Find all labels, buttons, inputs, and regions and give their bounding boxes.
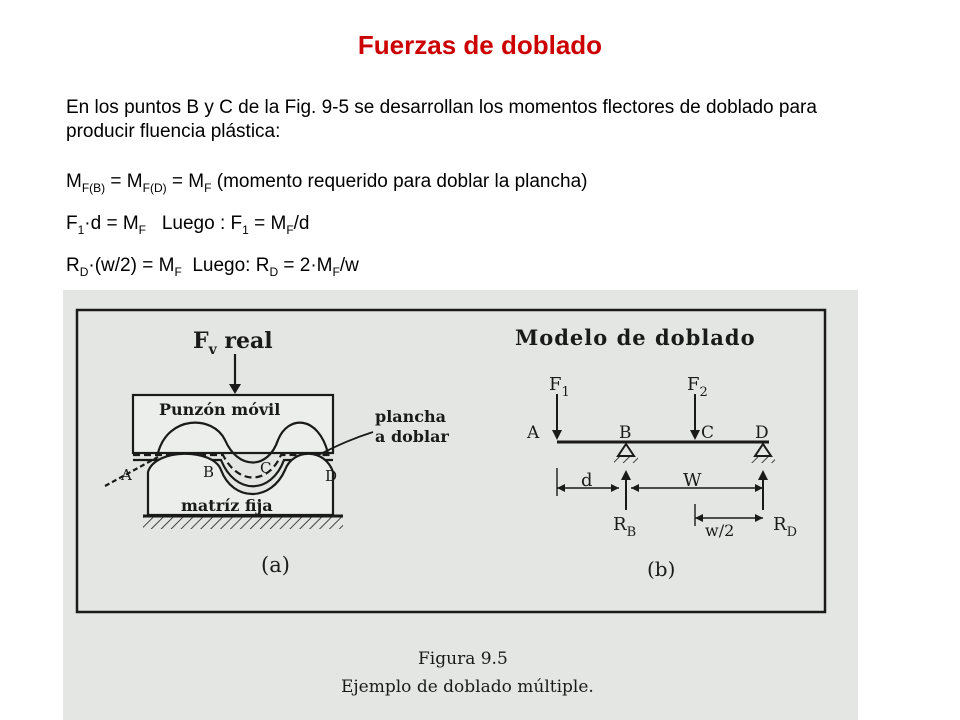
point-a-label: A [120, 466, 132, 484]
sheet-pointer [317, 431, 374, 456]
die-hatch [143, 517, 343, 529]
eq1-symbol: M [66, 171, 82, 192]
eq2-mid: ·d = M [84, 213, 139, 234]
force-label-a: Fv real [193, 328, 273, 358]
die-label: matríz fija [181, 496, 273, 515]
eq2-sub-1: 1 [77, 222, 85, 237]
f1-label: F1 [549, 374, 570, 400]
figure-description: Ejemplo de doblado múltiple. [341, 677, 594, 697]
eq3-mid2: = 2·M [278, 255, 333, 276]
support-d-hatch [751, 457, 775, 463]
sheet [133, 453, 333, 479]
eq3-sub-fb: F [332, 264, 340, 279]
dim-w-head-right [755, 484, 763, 492]
dim-w2-head-right [755, 514, 763, 522]
eq1-part-a: = M [105, 171, 143, 192]
eq3-sub-db: D [269, 264, 279, 279]
eq2-sub-1b: 1 [242, 222, 249, 237]
sheet-label-line2: a doblar [375, 427, 449, 446]
rd-label: RD [773, 514, 797, 540]
eq1-sub-f: F [204, 180, 212, 195]
eq2-luego: Luego : F [146, 213, 243, 234]
eq1-tail: (momento requerido para doblar la planch… [211, 171, 588, 192]
diagram-a: Fv real Punzón móvil matríz fija A B C D… [104, 328, 449, 577]
rd-arrow-head [758, 470, 768, 480]
figure-9-5: Fv real Punzón móvil matríz fija A B C D… [63, 290, 858, 720]
eq2-mid2: = M [248, 213, 287, 234]
eq3-sub-d: D [79, 264, 89, 279]
rb-label: RB [613, 514, 636, 540]
dim-w2-label: w/2 [705, 521, 734, 540]
f1-sub: 1 [562, 385, 570, 400]
equation-moment-equality: MF(B) = MF(D) = MF (momento requerido pa… [66, 170, 587, 200]
figure-number: Figura 9.5 [418, 649, 508, 669]
eq1-part-b: = M [166, 171, 205, 192]
model-point-b: B [619, 423, 632, 443]
equation-force-f1: F1·d = MF Luego : F1 = MF/d [66, 212, 310, 242]
dim-d-head-right [611, 484, 619, 492]
eq2-sub-fb: F [286, 222, 294, 237]
dim-w2-head-left [695, 514, 703, 522]
model-point-d: D [755, 423, 769, 443]
point-d-label: D [325, 467, 337, 485]
eq3-luego: Luego: R [181, 255, 270, 276]
support-b-hatch [614, 457, 638, 463]
equation-reaction-rd: RD·(w/2) = MF Luego: RD = 2·MF/w [66, 254, 359, 284]
eq2-sub-f: F [138, 222, 147, 237]
dim-w-label: W [683, 470, 702, 491]
intro-paragraph: En los puntos B y C de la Fig. 9-5 se de… [66, 97, 817, 142]
support-b [616, 442, 636, 457]
dim-d-label: d [581, 470, 593, 491]
force-label-a-symbol: F [193, 328, 209, 354]
rb-sub: B [627, 525, 637, 540]
figure-frame [75, 308, 827, 614]
eq2-symbol: F [66, 213, 78, 234]
force-arrow-a-head [229, 384, 241, 394]
dim-w-head-left [631, 484, 639, 492]
rd-sub: D [787, 525, 797, 540]
model-point-a: A [526, 423, 540, 443]
f1-symbol: F [549, 374, 562, 395]
model-point-c: C [701, 423, 714, 443]
slide-title: Fuerzas de doblado [357, 30, 603, 60]
sheet-lead-line [104, 456, 159, 487]
model-title: Modelo de doblado [515, 325, 756, 350]
punch-lobe [156, 421, 330, 464]
punch-label: Punzón móvil [159, 400, 280, 419]
eq3-sub-f: F [174, 264, 182, 279]
eq3-mid: ·(w/2) = M [88, 255, 175, 276]
sheet-upper [133, 458, 333, 488]
eq1-sub-fd: F(D) [142, 180, 167, 195]
force-label-a-sub: v [208, 342, 218, 358]
dim-d-head-left [557, 484, 565, 492]
f1-arrow-head [552, 430, 562, 440]
diagram-b: Modelo de doblado F1 F2 A B C D d W w/2 [515, 325, 797, 581]
eq3-tail: /w [339, 255, 359, 276]
eq2-tail: /d [293, 213, 310, 234]
f2-label: F2 [687, 374, 708, 400]
rb-symbol: R [613, 514, 627, 535]
f2-sub: 2 [700, 385, 708, 400]
point-c-label: C [260, 459, 271, 477]
caption-b: (b) [647, 557, 675, 581]
rd-symbol: R [773, 514, 787, 535]
support-d [753, 442, 773, 457]
sheet-label-line1: plancha [375, 407, 446, 426]
f2-arrow-head [690, 430, 700, 440]
point-b-label: B [203, 463, 214, 481]
die [146, 452, 335, 517]
eq3-symbol: R [66, 255, 80, 276]
force-label-a-tail: real [217, 328, 273, 354]
rb-arrow-head [621, 470, 631, 480]
caption-a: (a) [261, 553, 290, 577]
f2-symbol: F [687, 374, 700, 395]
eq1-sub-fb: F(B) [81, 180, 106, 195]
